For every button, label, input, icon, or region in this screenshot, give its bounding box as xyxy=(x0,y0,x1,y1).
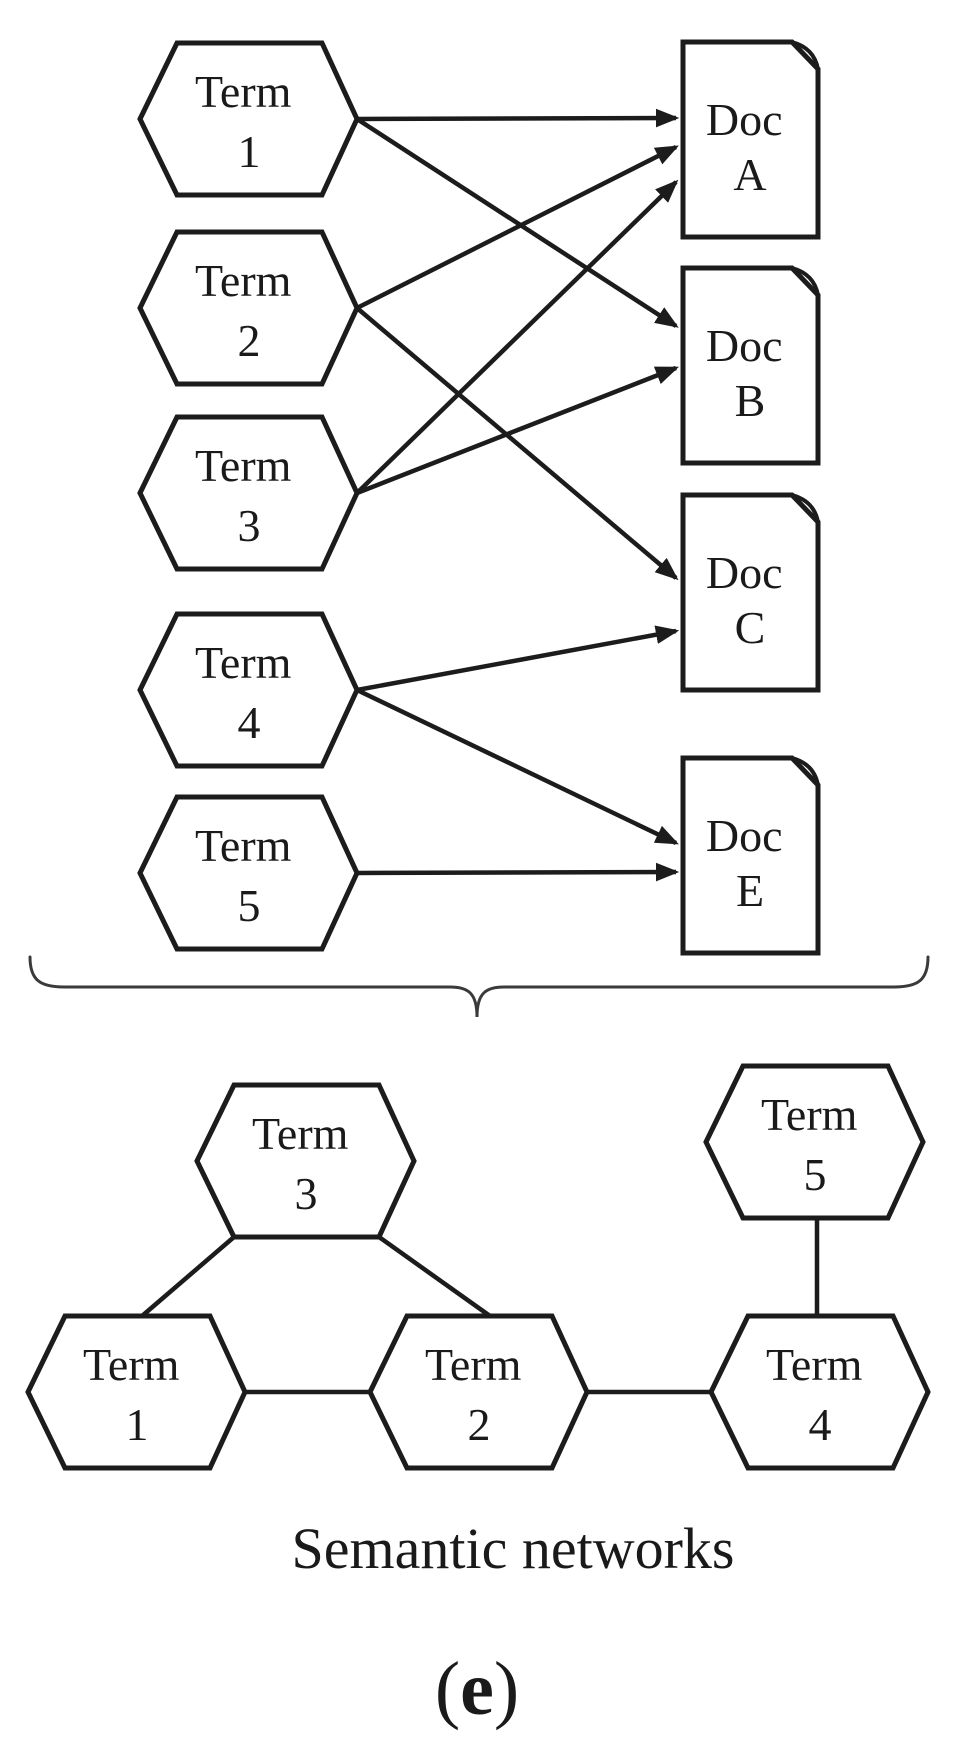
term-node-3-label: Term 3 xyxy=(195,440,303,551)
curly-brace xyxy=(28,955,930,1018)
term-node-4 xyxy=(137,611,360,769)
doc-node-B xyxy=(680,265,821,466)
edge-term3-term2 xyxy=(377,1235,492,1318)
doc-node-B-label: Doc B xyxy=(706,320,794,426)
network-term-node-4-label: Term 4 xyxy=(766,1339,874,1450)
arrow-term3-docA xyxy=(355,179,679,495)
network-term-node-5 xyxy=(703,1063,926,1221)
doc-node-C-fold xyxy=(791,493,820,523)
term-doc-arrows xyxy=(355,108,680,882)
term-node-4-label: Term 4 xyxy=(195,637,303,748)
network-term-node-2 xyxy=(367,1313,590,1471)
doc-node-C-label: Doc C xyxy=(706,547,794,653)
doc-node-E-fold xyxy=(791,756,820,786)
term-node-5 xyxy=(137,794,360,952)
arrow-term1-docB xyxy=(355,117,679,328)
doc-node-C xyxy=(680,492,821,693)
term-node-5-label: Term 5 xyxy=(195,820,303,931)
arrow-term5-docE xyxy=(356,862,680,882)
term-nodes-network: Term 3 Term 5 Term 1 Term 2 Term 4 xyxy=(25,1063,931,1471)
term-node-2-label: Term 2 xyxy=(195,255,303,366)
figure-label: (e) xyxy=(435,1647,519,1731)
arrow-term2-docA xyxy=(355,144,679,311)
arrow-term4-docE xyxy=(356,687,679,846)
network-term-node-4 xyxy=(708,1313,931,1471)
network-term-node-5-label: Term 5 xyxy=(761,1089,869,1200)
doc-node-A-label: Doc A xyxy=(706,94,794,200)
doc-nodes: Doc A Doc B Doc C Doc E xyxy=(680,39,821,956)
caption: Semantic networks xyxy=(292,1516,735,1581)
arrow-term3-docB xyxy=(356,365,680,496)
term-nodes-bipartite: Term 1 Term 2 Term 3 Term 4 Term 5 xyxy=(137,40,360,952)
doc-node-E-label: Doc E xyxy=(706,810,794,916)
network-term-node-3 xyxy=(194,1082,417,1240)
network-edges xyxy=(140,1218,820,1395)
arrow-term1-docA xyxy=(356,108,680,128)
arrow-term4-docC xyxy=(356,625,680,693)
network-term-node-1 xyxy=(25,1313,248,1471)
network-term-node-2-label: Term 2 xyxy=(425,1339,533,1450)
doc-node-A-fold xyxy=(791,40,820,70)
arrow-term2-docC xyxy=(355,306,679,581)
doc-node-B-fold xyxy=(791,266,820,296)
term-node-3 xyxy=(137,414,360,572)
network-term-node-3-label: Term 3 xyxy=(252,1108,360,1219)
doc-node-E xyxy=(680,755,821,956)
term-node-1-label: Term 1 xyxy=(195,66,303,177)
term-node-2 xyxy=(137,229,360,387)
network-term-node-1-label: Term 1 xyxy=(83,1339,191,1450)
edge-term3-term1 xyxy=(140,1235,236,1318)
term-node-1 xyxy=(137,40,360,198)
doc-node-A xyxy=(680,39,821,240)
